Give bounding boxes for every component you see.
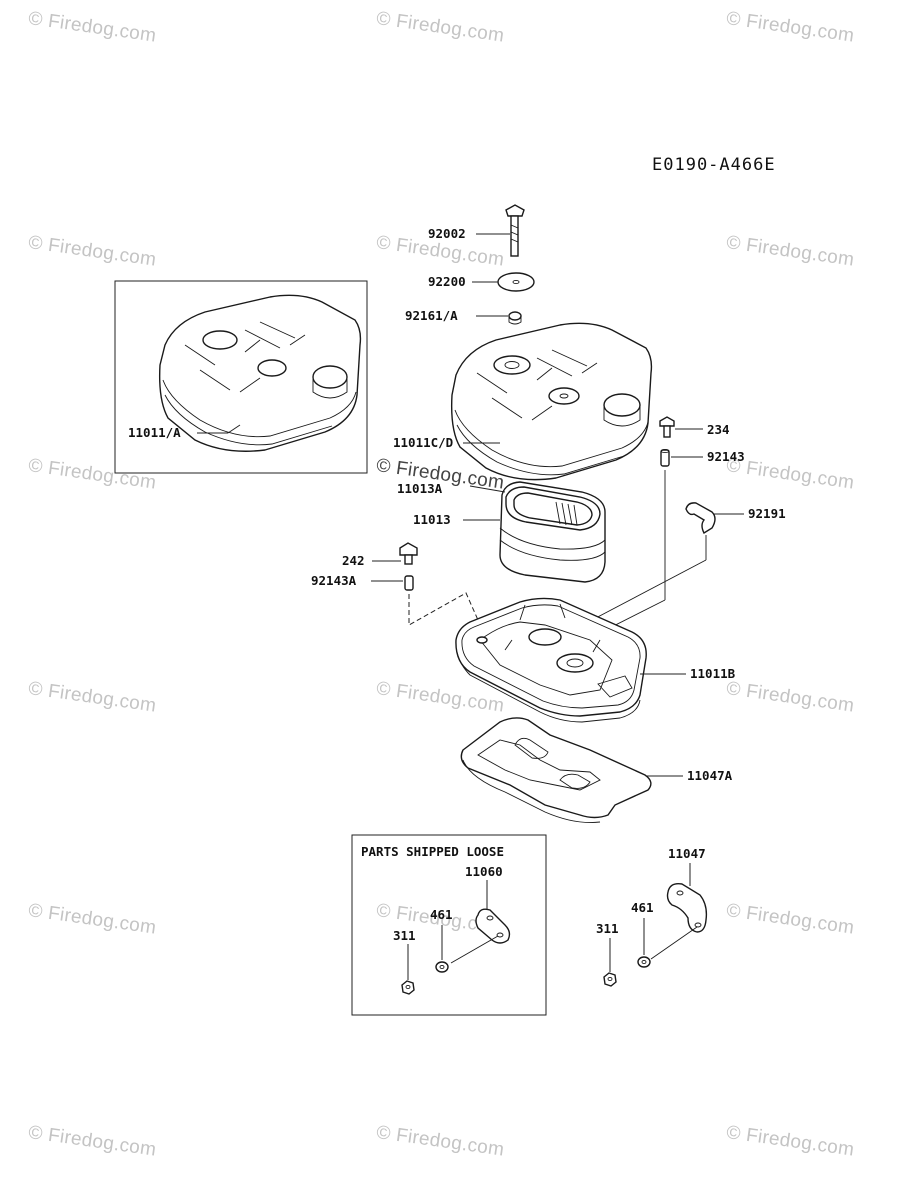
gasket-11047 <box>666 882 708 933</box>
washer-92200 <box>497 272 535 292</box>
bracket-11060 <box>475 908 511 944</box>
label-92200: 92200 <box>428 274 466 289</box>
diagram-code: E0190-A466E <box>652 155 776 175</box>
label-11011-c-d: 11011C/D <box>393 435 453 450</box>
label-92143: 92143 <box>707 449 745 464</box>
washer-461 <box>637 956 651 968</box>
label-242: 242 <box>342 553 365 568</box>
label-11047a: 11047A <box>687 768 733 783</box>
loose-box-title: PARTS SHIPPED LOOSE <box>361 844 504 859</box>
washer-461-loose <box>435 961 449 973</box>
bolt-92002 <box>505 204 525 257</box>
nut-311-loose <box>401 980 415 995</box>
label-11013: 11013 <box>413 512 451 527</box>
air-cleaner-cover <box>450 322 653 481</box>
air-cleaner-cover-alt <box>158 294 362 452</box>
pin-92143 <box>660 448 670 467</box>
parts-shipped-loose-box <box>351 834 547 1016</box>
nut-311 <box>603 972 617 987</box>
label-461-loose: 461 <box>430 907 453 922</box>
label-311: 311 <box>596 921 619 936</box>
alt-cover-box <box>114 280 368 474</box>
air-cleaner-base <box>455 597 647 723</box>
screw-234 <box>659 416 675 438</box>
label-234: 234 <box>707 422 730 437</box>
gasket-11047a <box>460 717 652 823</box>
label-11011-a: 11011/A <box>128 425 181 440</box>
breather-tube-92191 <box>685 502 716 535</box>
pin-92143a <box>404 575 414 591</box>
label-92191: 92191 <box>748 506 786 521</box>
label-92161-a: 92161/A <box>405 308 458 323</box>
label-11013a: 11013A <box>397 481 443 496</box>
label-11011b: 11011B <box>690 666 736 681</box>
grommet-92161-a <box>508 311 522 325</box>
label-92002: 92002 <box>428 226 466 241</box>
label-11047: 11047 <box>668 846 706 861</box>
bolt-242 <box>399 542 418 565</box>
air-filter-element <box>499 481 606 583</box>
label-461: 461 <box>631 900 654 915</box>
label-11060: 11060 <box>465 864 503 879</box>
label-311-loose: 311 <box>393 928 416 943</box>
label-92143a: 92143A <box>311 573 357 588</box>
